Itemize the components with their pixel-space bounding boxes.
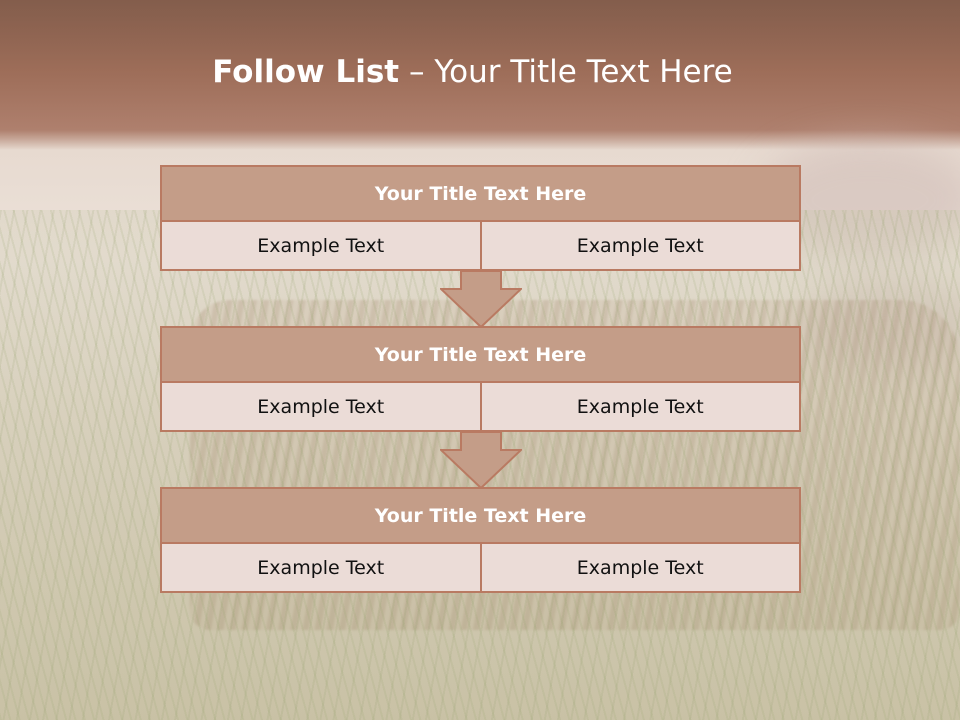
block-title: Your Title Text Here (160, 165, 801, 222)
example-text-left: Example Text (257, 234, 385, 257)
list-block-1: Your Title Text Here Example Text Exampl… (160, 165, 801, 271)
example-text-right: Example Text (479, 383, 800, 430)
down-arrow-icon (440, 270, 522, 328)
example-text-left: Example Text (257, 395, 385, 418)
list-block-2: Your Title Text Here Example Text Exampl… (160, 326, 801, 432)
slide-title-rest: – Your Title Text Here (399, 54, 733, 90)
down-arrow-icon (440, 431, 522, 489)
example-text-right: Example Text (479, 544, 800, 591)
block-title: Your Title Text Here (160, 487, 801, 544)
block-title: Your Title Text Here (160, 326, 801, 383)
block-row: Example Text Example Text (160, 222, 801, 271)
block-row: Example Text Example Text (160, 383, 801, 432)
example-text-left: Example Text (257, 556, 385, 579)
block-row: Example Text Example Text (160, 544, 801, 593)
example-text-right: Example Text (479, 222, 800, 269)
cloud (800, 280, 960, 370)
list-block-3: Your Title Text Here Example Text Exampl… (160, 487, 801, 593)
title-band (0, 0, 960, 150)
slide-title: Follow List – Your Title Text Here (0, 54, 945, 90)
slide-title-bold: Follow List (212, 54, 400, 90)
